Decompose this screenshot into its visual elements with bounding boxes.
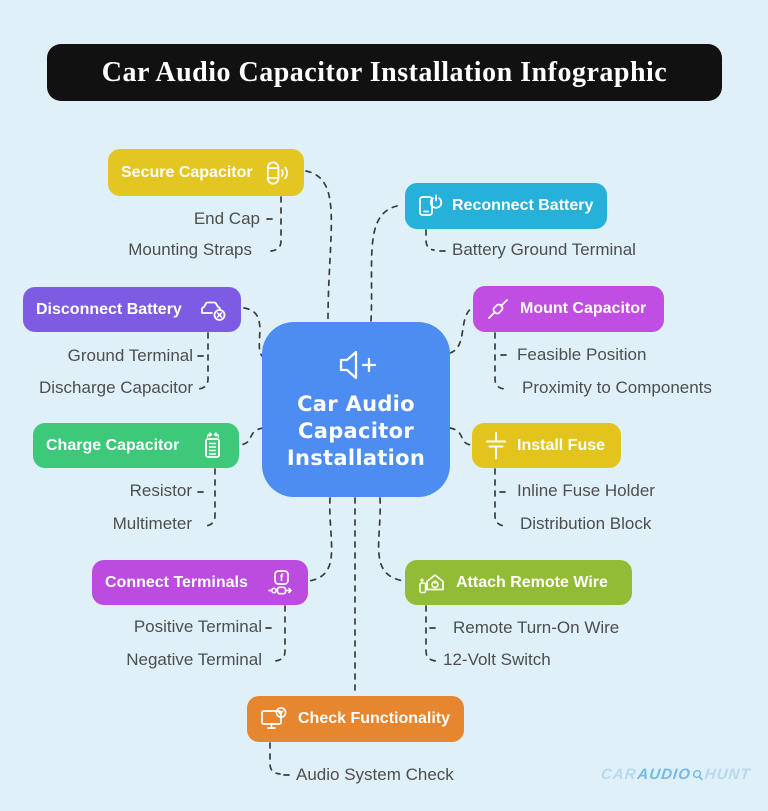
watermark-hunt: HUNT <box>703 766 752 783</box>
branch-label: Reconnect Battery <box>452 197 594 214</box>
sub-label-resistor: Resistor <box>129 481 192 500</box>
sub-label-multimeter: Multimeter <box>112 514 192 533</box>
sub-label-inline-fuse-holder: Inline Fuse Holder <box>517 481 655 500</box>
branch-connect-terminals: Connect Terminals f <box>92 560 308 605</box>
branch-reconnect-battery: Reconnect Battery <box>405 183 607 229</box>
sub-label-end-cap: End Cap <box>193 209 260 228</box>
page-title: Car Audio Capacitor Installation Infogra… <box>47 44 722 101</box>
sub-label-12-volt-switch: 12-Volt Switch <box>443 650 551 669</box>
branch-label: Charge Capacitor <box>46 436 180 454</box>
sub-label-positive-terminal: Positive Terminal <box>133 617 262 636</box>
branch-secure-capacitor: Secure Capacitor <box>108 149 304 196</box>
sub-label-proximity-to-components: Proximity to Components <box>522 378 712 397</box>
branch-label: Check Functionality <box>298 710 451 727</box>
magnifier-icon <box>691 769 704 781</box>
car-disconnect-icon <box>198 297 228 323</box>
branch-check-functionality: Check Functionality <box>247 696 464 742</box>
branch-label: Disconnect Battery <box>36 300 182 318</box>
sub-label-remote-turn-on-wire: Remote Turn-On Wire <box>453 618 620 637</box>
phone-power-icon <box>417 193 443 219</box>
branch-install-fuse: Install Fuse <box>472 423 621 468</box>
battery-charge-icon <box>200 431 226 460</box>
sub-label-feasible-position: Feasible Position <box>517 345 647 364</box>
watermark-logo: CAR AUDIO HUNT <box>600 766 751 783</box>
sub-label-discharge-capacitor: Discharge Capacitor <box>38 378 193 397</box>
center-title-line: Car Audio <box>297 392 415 416</box>
sub-label-mounting-straps: Mounting Straps <box>128 240 252 259</box>
sub-label-distribution-block: Distribution Block <box>520 514 652 533</box>
branch-label: Install Fuse <box>517 436 606 454</box>
branch-charge-capacitor: Charge Capacitor <box>33 423 239 468</box>
branch-attach-remote-wire: Attach Remote Wire <box>405 560 632 605</box>
branch-label: Attach Remote Wire <box>456 573 608 591</box>
center-title-line: Installation <box>286 446 426 470</box>
center-node: Car Audio Capacitor Installation <box>262 322 450 497</box>
monitor-check-icon <box>259 706 289 732</box>
watermark-car: CAR <box>600 766 638 783</box>
sub-label-negative-terminal: Negative Terminal <box>126 650 262 669</box>
branch-label: Secure Capacitor <box>121 163 253 181</box>
home-power-icon <box>417 569 447 597</box>
fuse-icon <box>485 296 511 322</box>
branch-disconnect-battery: Disconnect Battery <box>23 287 241 332</box>
connector-plug-icon: f <box>267 569 295 597</box>
sub-label-ground-terminal: Ground Terminal <box>67 346 193 365</box>
branch-mount-capacitor: Mount Capacitor <box>473 286 664 332</box>
sub-label-audio-system-check: Audio System Check <box>296 765 454 784</box>
capacitor-symbol-icon <box>484 431 508 461</box>
capacitor-sound-icon <box>262 159 291 187</box>
branch-label: Mount Capacitor <box>520 300 647 317</box>
center-title-line: Capacitor <box>298 419 414 443</box>
branch-label: Connect Terminals <box>105 573 248 591</box>
sub-label-battery-ground-terminal: Battery Ground Terminal <box>452 240 636 259</box>
watermark-audio: AUDIO <box>636 766 692 783</box>
speaker-plus-icon <box>333 347 379 383</box>
svg-text:f: f <box>280 573 284 584</box>
